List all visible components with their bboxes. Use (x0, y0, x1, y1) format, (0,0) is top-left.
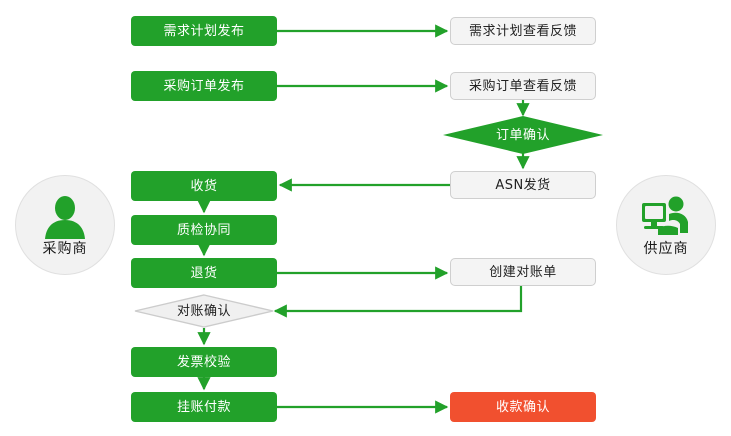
node-receipt-confirm[interactable]: 收款确认 (450, 392, 596, 422)
node-label: 采购订单发布 (163, 78, 245, 94)
actor-supplier: 供应商 (616, 175, 716, 275)
node-label: 对账确认 (176, 303, 231, 319)
person-at-computer-icon (642, 196, 688, 235)
node-label: 发票校验 (176, 354, 231, 370)
node-demand-plan-publish[interactable]: 需求计划发布 (131, 16, 277, 46)
node-label: 订单确认 (495, 127, 550, 143)
edge-n10-n11 (273, 286, 523, 318)
node-demand-plan-view-feedback[interactable]: 需求计划查看反馈 (450, 17, 596, 45)
node-return-goods[interactable]: 退货 (131, 258, 277, 288)
diamond-shape (443, 116, 603, 154)
node-reconciliation-confirm[interactable]: 对账确认 (134, 294, 274, 328)
node-purchase-order-view-feedback[interactable]: 采购订单查看反馈 (450, 72, 596, 100)
node-receive-goods[interactable]: 收货 (131, 171, 277, 201)
node-payable-payment[interactable]: 挂账付款 (131, 392, 277, 422)
node-label: 需求计划发布 (163, 23, 245, 39)
actor-supplier-label: 供应商 (643, 240, 689, 257)
node-label: ASN发货 (495, 177, 551, 193)
node-label: 收货 (190, 178, 218, 194)
node-quality-inspection-collab[interactable]: 质检协同 (131, 215, 277, 245)
node-asn-shipment[interactable]: ASN发货 (450, 171, 596, 199)
diamond-shape (134, 294, 274, 328)
node-label: 挂账付款 (176, 399, 231, 415)
node-label: 质检协同 (176, 222, 231, 238)
node-label: 采购订单查看反馈 (468, 78, 577, 94)
node-label: 收款确认 (495, 399, 550, 415)
person-icon (45, 195, 85, 239)
node-label: 退货 (190, 265, 218, 281)
node-label: 需求计划查看反馈 (468, 23, 577, 39)
node-order-confirm[interactable]: 订单确认 (443, 116, 603, 154)
node-purchase-order-publish[interactable]: 采购订单发布 (131, 71, 277, 101)
actor-buyer-label: 采购商 (42, 240, 88, 257)
node-create-reconciliation[interactable]: 创建对账单 (450, 258, 596, 286)
node-invoice-verification[interactable]: 发票校验 (131, 347, 277, 377)
node-label: 创建对账单 (489, 264, 557, 280)
actor-buyer: 采购商 (15, 175, 115, 275)
